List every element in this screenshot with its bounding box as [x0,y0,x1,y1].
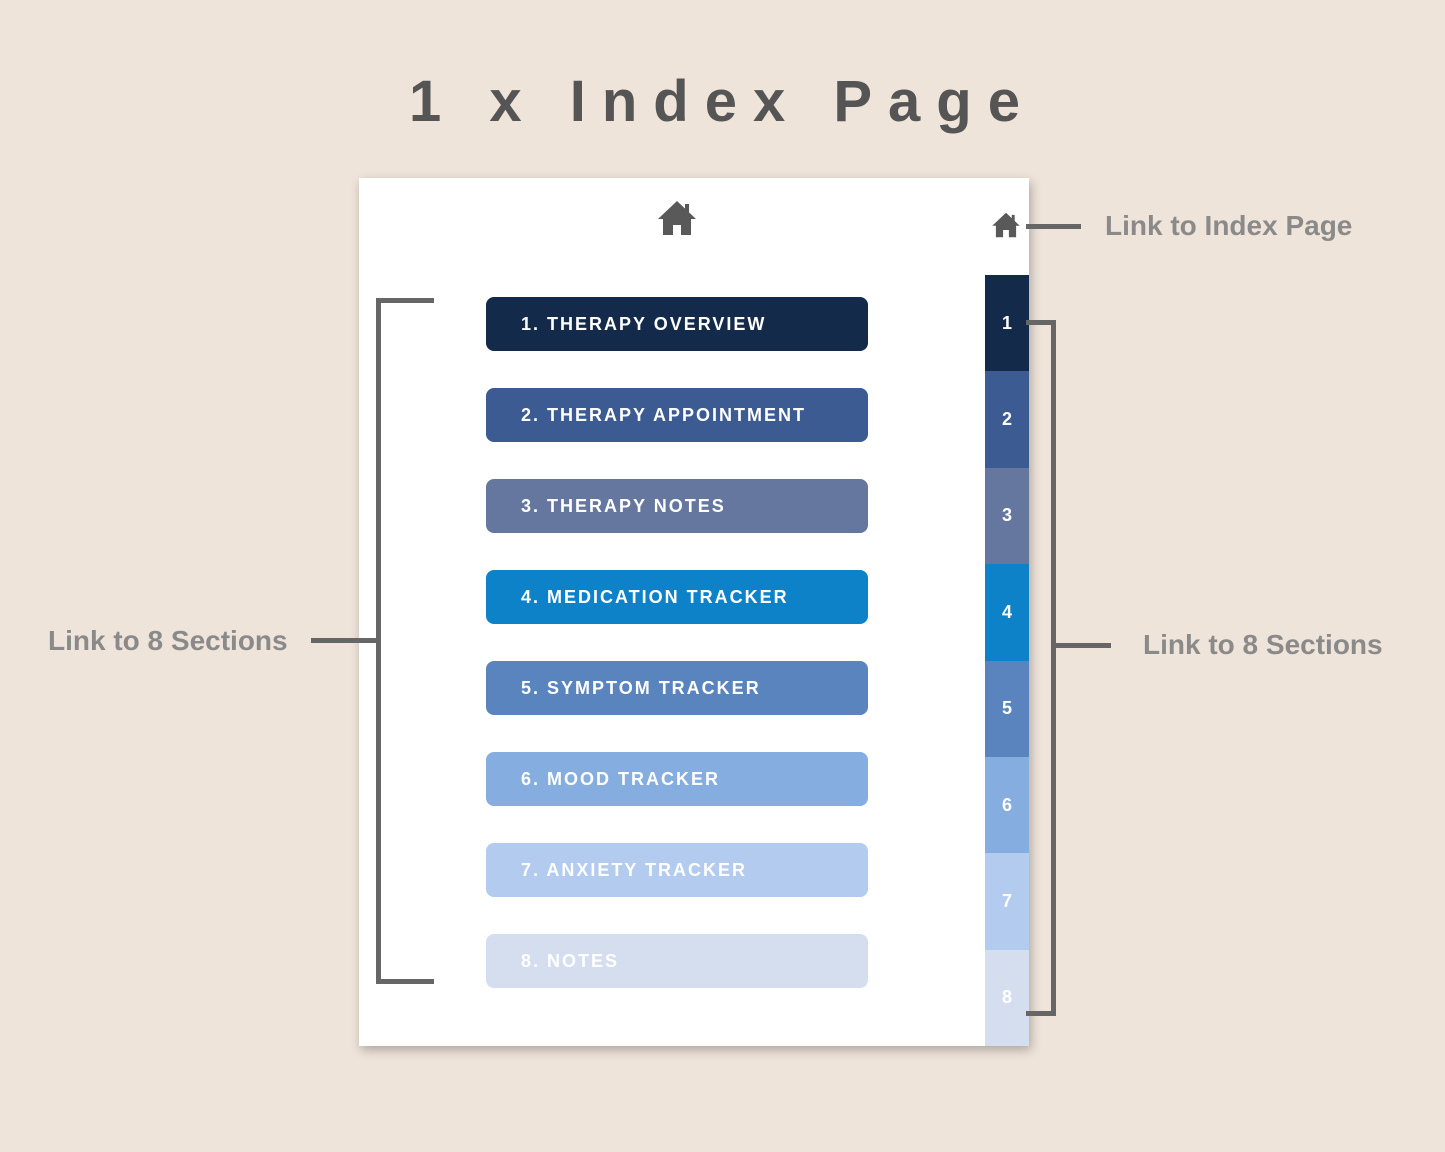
section-tab-bar: 1 2 3 4 5 6 7 8 [985,275,1029,1047]
right-bracket [1026,320,1056,1016]
section-button-6[interactable]: 6. MOOD TRACKER [486,752,868,806]
section-button-4[interactable]: 4. MEDICATION TRACKER [486,570,868,624]
section-tab-6[interactable]: 6 [985,756,1029,854]
index-connector-line [1026,224,1081,229]
page-title: 1 x Index Page [409,69,1036,134]
tab-home-icon[interactable] [992,212,1020,238]
left-bracket [376,298,434,984]
section-tab-7[interactable]: 7 [985,853,1029,950]
section-tab-8[interactable]: 8 [985,949,1029,1047]
section-button-8[interactable]: 8. NOTES [486,934,868,988]
annotation-index-link: Link to Index Page [1105,210,1353,241]
index-page-preview: 1. THERAPY OVERVIEW 2. THERAPY APPOINTME… [359,178,1029,1047]
section-button-2[interactable]: 2. THERAPY APPOINTMENT [486,388,868,442]
home-icon[interactable] [658,200,696,236]
section-tab-2[interactable]: 2 [985,371,1029,468]
section-tab-3[interactable]: 3 [985,467,1029,565]
section-button-5[interactable]: 5. SYMPTOM TRACKER [486,661,868,715]
section-button-1[interactable]: 1. THERAPY OVERVIEW [486,297,868,351]
section-tab-4[interactable]: 4 [985,564,1029,661]
annotation-left-sections: Link to 8 Sections [48,625,288,656]
left-connector-line [311,638,378,643]
section-tab-1[interactable]: 1 [985,275,1029,372]
section-button-3[interactable]: 3. THERAPY NOTES [486,479,868,533]
right-connector-line [1054,643,1111,648]
annotation-right-sections: Link to 8 Sections [1143,629,1383,660]
section-button-7[interactable]: 7. ANXIETY TRACKER [486,843,868,897]
section-tab-5[interactable]: 5 [985,660,1029,757]
